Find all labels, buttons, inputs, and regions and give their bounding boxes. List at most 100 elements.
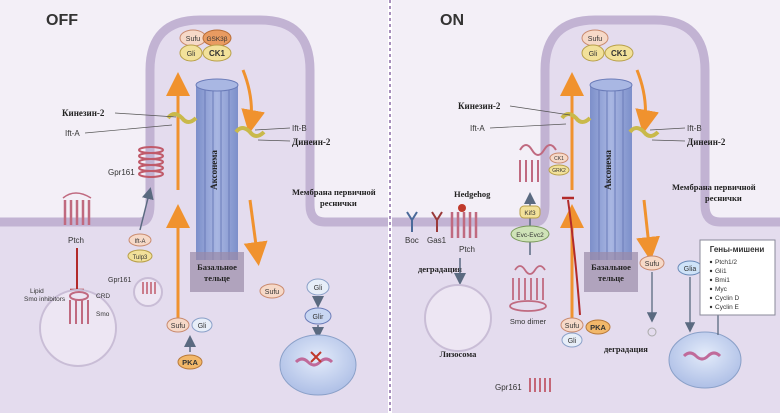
- off-gli-right-label: Gli: [314, 285, 323, 292]
- on-target-genes-title: Гены-мишени: [710, 245, 765, 254]
- on-ck1-small-label: CK1: [554, 156, 564, 162]
- on-gas1-receptor: [431, 211, 443, 232]
- off-crd-label: CRD: [96, 293, 110, 300]
- on-smo-dimer-label: Smo dimer: [510, 317, 547, 326]
- on-degradation-left-label: деградация: [418, 264, 462, 274]
- off-membrane-label-1: Мембрана первичной: [292, 187, 376, 197]
- on-smo-in-cilium: [519, 144, 557, 182]
- off-glir-label: Glir: [313, 314, 325, 321]
- off-basal-label-2: тельце: [204, 273, 230, 283]
- off-membrane-label-2: реснички: [320, 198, 357, 208]
- on-gpr161-receptor: [529, 378, 551, 392]
- off-dynein-label: Динеин-2: [292, 137, 331, 147]
- on-hedgehog-label: Hedgehog: [454, 189, 491, 199]
- off-pka-label: PKA: [182, 358, 198, 367]
- on-sufu-top-label: Sufu: [588, 36, 603, 43]
- off-transcription-block-icon: [310, 351, 322, 363]
- off-gli-top-label: Gli: [187, 51, 196, 58]
- off-exit-arrow: [243, 199, 268, 266]
- off-gpr161-vesicle-label: Gpr161: [108, 277, 131, 284]
- off-smo-vesicle: [39, 289, 117, 367]
- off-sufu-right-label: Sufu: [265, 289, 280, 296]
- off-retrograde-arrow: [241, 69, 265, 134]
- target-gene-item: Cyclin D: [715, 295, 740, 302]
- off-gli-bottom-blob: [191, 317, 213, 333]
- target-gene-item: Gli1: [715, 268, 727, 275]
- on-ift-a-label: Ift-A: [470, 124, 485, 133]
- off-sufu-top-label: Sufu: [186, 36, 201, 43]
- on-lysosome: [424, 284, 492, 352]
- off-panel: Sufu GSK3β Gli CK1 Кинезин-2 Ift-A Ift-B…: [0, 0, 388, 413]
- on-membrane-label-2: реснички: [705, 193, 742, 203]
- off-gli-right-blob: [306, 278, 330, 296]
- off-sufu-right-blob: [259, 283, 285, 299]
- on-evc-blob: [510, 225, 550, 243]
- off-ift-a-small-blob: [128, 233, 152, 247]
- on-kif3-blob: [519, 205, 541, 219]
- on-sufu-right-label: Sufu: [645, 261, 660, 268]
- target-gene-item: Bmi1: [715, 277, 730, 284]
- on-nucleus: [668, 331, 742, 389]
- off-ift-a-small-label: Ift-A: [134, 239, 145, 245]
- on-dynein-label: Динеин-2: [687, 137, 726, 147]
- off-gpr161-receptor: [138, 146, 164, 178]
- on-ciliary-membrane: [392, 15, 780, 227]
- off-axoneme-label: Аксонема: [209, 150, 219, 190]
- off-gpr161-vesicle: [133, 277, 163, 307]
- on-pka-inhibit-line: [567, 199, 581, 316]
- on-evc-label: Evc-Evc2: [516, 232, 544, 239]
- on-gli-bottom-label: Gli: [568, 338, 577, 345]
- on-ptch-label: Ptch: [459, 245, 475, 254]
- off-sufu-bottom-label: Sufu: [171, 323, 186, 330]
- off-lipid-label-1: Lipid: [30, 288, 44, 295]
- off-glir-blob: [304, 307, 332, 325]
- off-panel-title: OFF: [46, 12, 78, 29]
- on-dynein-motor: [628, 126, 660, 138]
- off-ift-b-label: Ift-B: [292, 124, 307, 133]
- on-kinesin-motor: [560, 112, 592, 124]
- on-sufu-right-blob: [639, 255, 665, 271]
- off-kinesin-label: Кинезин-2: [62, 108, 105, 118]
- on-hedgehog-ligand: [458, 204, 466, 212]
- on-axoneme: [584, 78, 638, 292]
- on-sufu-bottom-blob: [560, 317, 584, 333]
- on-ift-b-label: Ift-B: [687, 124, 702, 133]
- target-gene-item: Myc: [715, 286, 728, 293]
- off-ptch-receptor: [62, 192, 92, 225]
- on-ck1-small-blob: [549, 152, 569, 164]
- off-basal-label-1: Базальное: [197, 262, 237, 272]
- on-gli-top-label: Gli: [589, 51, 598, 58]
- off-axoneme: [190, 78, 244, 292]
- on-exit-arrow: [636, 199, 660, 261]
- on-boc-receptor: [406, 211, 418, 232]
- on-smo-dimer: [509, 265, 547, 312]
- off-gli-bottom-label: Gli: [198, 323, 207, 330]
- on-target-genes-list: Ptch1/2 Gli1 Bmi1 Myc Cyclin D Cyclin E: [709, 259, 740, 311]
- on-ck1-label: CK1: [611, 49, 628, 58]
- off-smo-receptor: [69, 291, 89, 324]
- off-ift-a-label: Ift-A: [65, 129, 80, 138]
- on-gli-bottom-blob: [561, 332, 583, 348]
- off-top-complex: [179, 29, 232, 62]
- off-ck1-label: CK1: [209, 49, 226, 58]
- on-panel-title: ON: [440, 12, 464, 29]
- on-retrograde-arrow: [635, 69, 659, 134]
- on-gpr161-label: Gpr161: [495, 383, 522, 392]
- on-panel: Sufu Gli CK1 Кинезин-2 Ift-A Ift-B Динеи…: [392, 0, 780, 413]
- on-target-genes-box: [699, 239, 776, 316]
- on-membrane-label-1: Мембрана первичной: [672, 182, 756, 192]
- on-grk2-label: GRK2: [552, 168, 566, 174]
- off-kinesin-motor: [166, 112, 198, 124]
- on-boc-label: Boc: [405, 236, 419, 245]
- on-pka-label: PKA: [590, 323, 606, 332]
- on-kif3-label: Kif3: [524, 210, 536, 217]
- off-tulp3-blob: [127, 249, 153, 263]
- off-pka-blob: [177, 354, 203, 370]
- off-tulp3-label: Tulp3: [133, 255, 148, 261]
- off-ptch-label: Ptch: [68, 236, 84, 245]
- target-gene-item: Cyclin E: [715, 304, 740, 311]
- off-lipid-label-2: Smo inhibitors: [24, 296, 66, 303]
- on-pka-blob: [585, 319, 611, 335]
